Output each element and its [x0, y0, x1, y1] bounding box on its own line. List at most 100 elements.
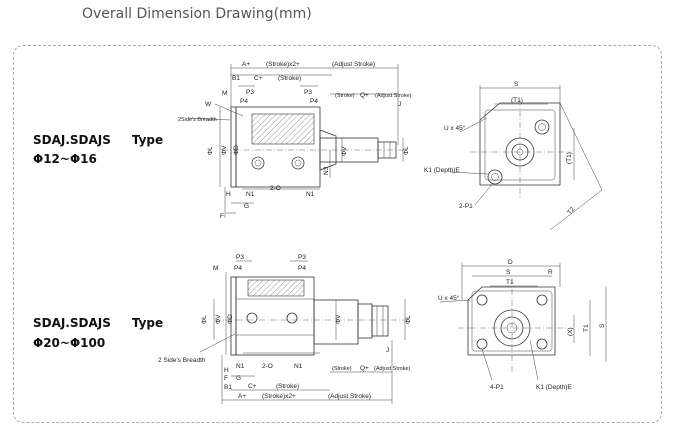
bottom-dim-n1b: N1	[294, 363, 303, 370]
top-dim-phi-v: ΦV	[221, 145, 228, 155]
top-end-dim-t1: (T1)	[511, 97, 523, 104]
bottom-dim-phi-v2: ΦV	[335, 314, 342, 324]
bottom-end-dim-d: D	[508, 259, 513, 266]
top-dim-stroke: (Stroke)	[278, 75, 301, 82]
bottom-dim-adjust-stroke2: (Adjust Stroke)	[374, 366, 411, 372]
bottom-end-outline	[467, 286, 556, 356]
bottom-dim-phi-v: ΦV	[215, 314, 222, 324]
top-dim-n1: N1	[246, 191, 255, 198]
top-port-left	[251, 156, 265, 170]
top-type-word: Type	[131, 133, 164, 147]
top-dim-strokex2: (Stroke)x2+	[266, 61, 300, 68]
bottom-dim-g: G	[236, 375, 241, 382]
top-rod-boss	[319, 129, 337, 171]
bottom-series-name: SDAJ.SDAJS	[33, 316, 111, 330]
bottom-end-dim-x: (X)	[567, 327, 574, 336]
bottom-end-dim-u45: U x 45°	[438, 294, 460, 302]
bottom-dim-p4: P4	[234, 265, 242, 272]
bottom-end-dim-r: R	[548, 269, 553, 276]
top-dim-n3: N3	[323, 166, 330, 175]
top-dim-p4: P4	[240, 98, 248, 105]
top-dim-c: C+	[254, 75, 263, 82]
top-series-name: SDAJ.SDAJS	[33, 133, 111, 147]
bottom-port-right	[286, 312, 298, 324]
top-end-dim-t2: T2	[566, 206, 576, 217]
top-series-label: SDAJ.SDAJS Type	[33, 133, 163, 147]
bottom-nut	[371, 305, 389, 337]
bottom-port-left	[246, 312, 258, 324]
top-dim-q: Q+	[360, 92, 369, 99]
top-dim-phi-d: ΦD	[233, 145, 240, 155]
bottom-end-dim-sv: S	[599, 323, 606, 328]
top-dimension-labels: A+ (Stroke)x2+ (Adjust Stroke) B1 C+ (St…	[178, 61, 412, 220]
bottom-side-view	[199, 260, 410, 404]
bottom-dim-breadth: 2 Side's Breadth	[158, 357, 206, 364]
top-dim-2o: 2-O	[270, 185, 281, 192]
bottom-piston-section	[247, 279, 305, 297]
bottom-end-labels: D S R T1 U x 45° (X) T1 S 4-P1 K1 (Depth…	[438, 259, 606, 391]
top-dim-p3: P3	[246, 89, 254, 96]
bottom-end-view	[439, 263, 607, 381]
top-end-labels: S (T1) U x 45° (T1) K1 (Depth)E 2-P1 T2	[424, 81, 577, 216]
bottom-dim-h: H	[224, 367, 229, 374]
top-end-view	[449, 85, 603, 231]
bottom-rod	[357, 303, 373, 339]
bottom-dim-phi-d: ΦD	[227, 314, 234, 324]
bottom-dim-p3: P3	[236, 254, 244, 261]
top-port-right	[291, 156, 305, 170]
top-dim-f: F	[220, 213, 224, 220]
bottom-series-label: SDAJ.SDAJS Type	[33, 316, 163, 330]
top-end-dim-2p1: 2-P1	[459, 203, 473, 210]
bottom-dim-adjust-stroke: (Adjust Stroke)	[328, 393, 371, 400]
top-range-label: Φ12~Φ16	[33, 152, 97, 166]
bottom-end-dim-k1: K1 (Depth)E	[536, 384, 572, 391]
bottom-dim-2o: 2-O	[262, 363, 273, 370]
top-dim-g: G	[244, 203, 249, 210]
top-end-dim-t1v: (T1)	[566, 152, 573, 164]
top-dim-j: J	[398, 101, 401, 108]
top-end-cap	[230, 106, 237, 188]
top-piston-section	[251, 113, 315, 145]
top-dim-adjust-stroke2: (Adjust Stroke)	[375, 93, 412, 99]
top-dim-phi-v2: ΦV	[341, 146, 348, 156]
bottom-dim-phi-l: ΦL	[201, 315, 208, 324]
top-dim-h: H	[226, 191, 231, 198]
top-dim-w: W	[205, 101, 212, 108]
top-dim-n1b: N1	[306, 191, 315, 198]
bottom-dim-m: M	[213, 265, 218, 272]
bottom-dim-p3-right: P3	[298, 254, 306, 261]
bottom-dim-b1: B1	[224, 384, 232, 391]
top-dim-phi-l2: ΦL	[403, 146, 410, 155]
top-side-view	[187, 64, 405, 218]
bottom-range-label: Φ20~Φ100	[33, 336, 106, 350]
bottom-dim-stroke2: (Stroke)	[332, 366, 352, 372]
top-dim-adjust-stroke: (Adjust Stroke)	[332, 61, 375, 68]
page-title: Overall Dimension Drawing(mm)	[82, 6, 312, 22]
top-dim-phi-l: ΦL	[207, 146, 214, 155]
bottom-dimension-labels: M P3 P3 P4 P4 ΦL ΦV ΦD ΦV ΦL 2 Side's Br…	[158, 254, 412, 400]
top-dim-m: M	[222, 90, 227, 97]
bottom-end-dim-s: S	[506, 269, 511, 276]
bottom-dim-f: F	[224, 375, 228, 382]
top-dim-breadth: 2Side's Breadth	[178, 117, 217, 123]
bottom-dim-strokex2: (Stroke)x2+	[262, 393, 296, 400]
top-dim-p4-right: P4	[310, 98, 318, 105]
top-dim-p3-right: P3	[304, 89, 312, 96]
drawing-frame	[13, 45, 662, 423]
top-dim-stroke2: (Stroke)	[335, 93, 355, 99]
top-end-dim-k1: K1 (Depth)E	[424, 167, 460, 174]
bottom-end-dim-t1: T1	[506, 279, 514, 286]
bottom-end-dim-t1v: T1	[583, 324, 590, 332]
bottom-dim-c: C+	[248, 383, 257, 390]
top-dim-a: A+	[242, 61, 250, 68]
top-end-dim-u45: U x 45°	[444, 124, 466, 132]
bottom-dim-a: A+	[238, 393, 246, 400]
top-dim-b1: B1	[232, 75, 240, 82]
bottom-dim-q: Q+	[360, 365, 369, 372]
bottom-dim-phi-l2: ΦL	[405, 315, 412, 324]
bottom-dim-n1: N1	[236, 363, 245, 370]
top-end-dim-s: S	[514, 81, 519, 88]
bottom-dim-p4b: P4	[298, 265, 306, 272]
bottom-end-dim-4p1: 4-P1	[490, 384, 504, 391]
